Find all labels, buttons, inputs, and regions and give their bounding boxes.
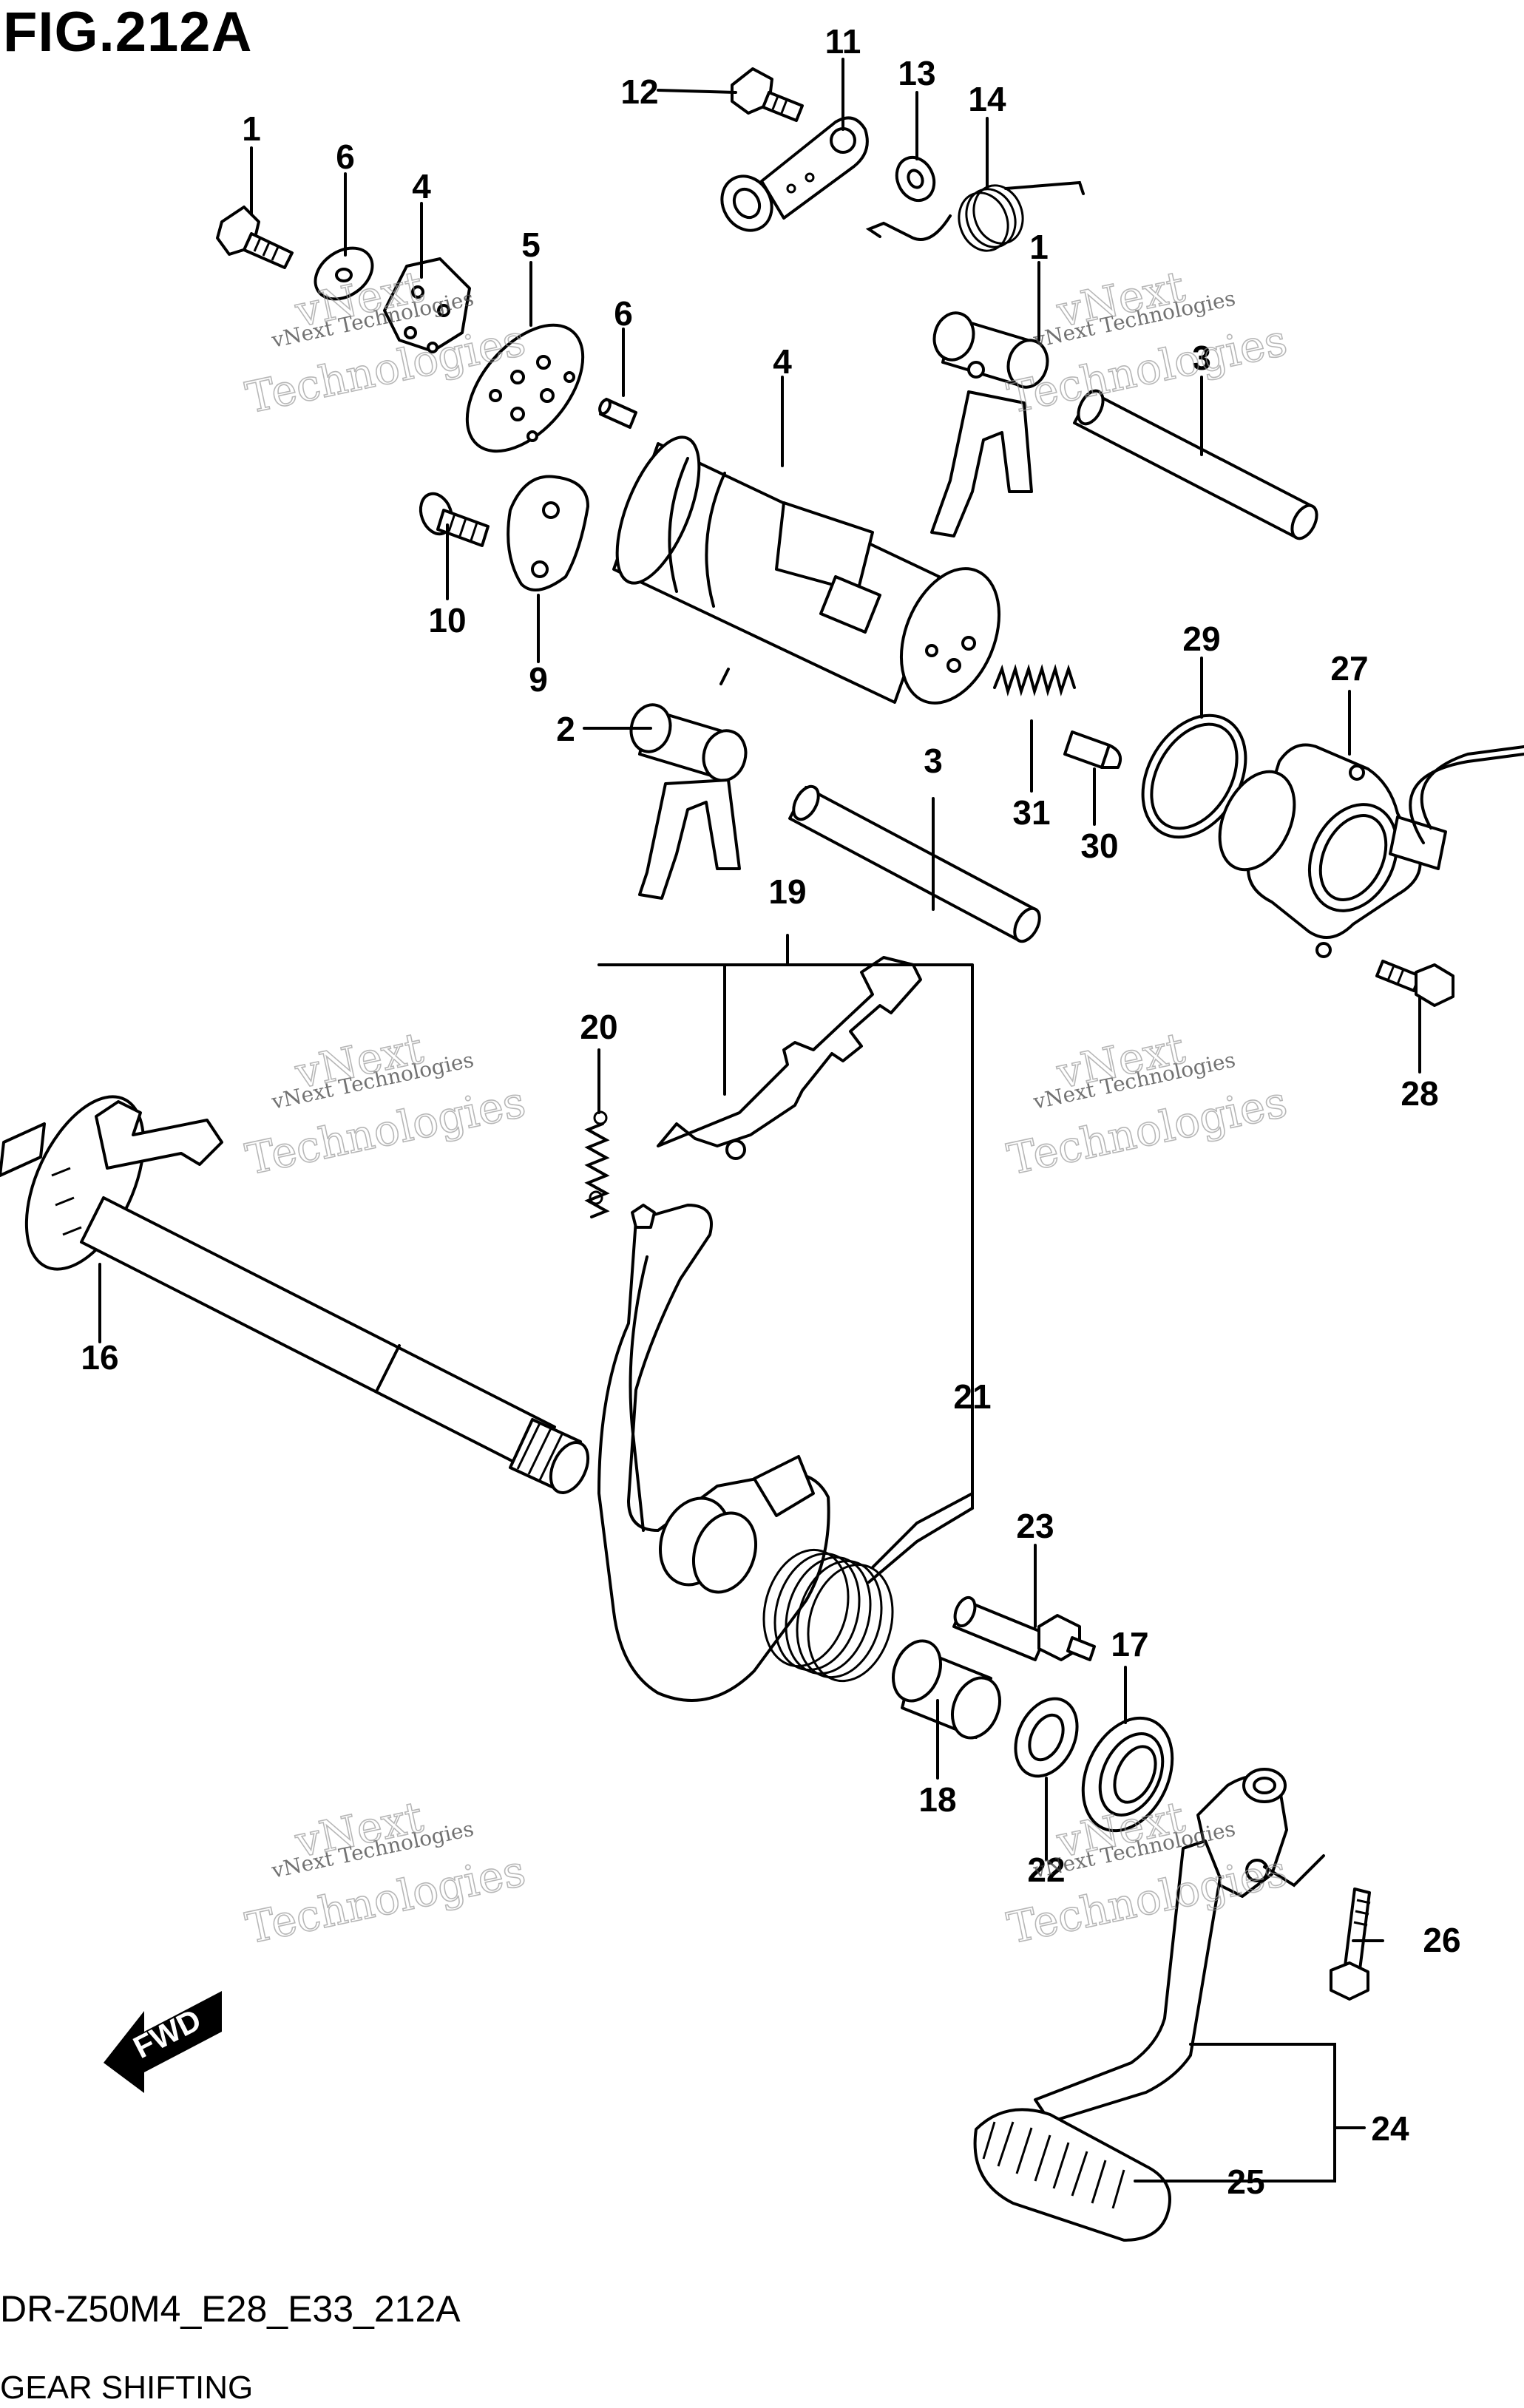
callout-3-upper: 3	[1192, 339, 1211, 377]
part-21-return-spring	[762, 1492, 974, 1683]
part-30-plunger	[1063, 730, 1122, 769]
callout-25: 25	[1227, 2163, 1264, 2201]
callout-7: 6	[614, 294, 633, 333]
callout-6: 5	[521, 225, 541, 264]
callout-21: 21	[953, 1377, 991, 1416]
callout-28: 28	[1401, 1074, 1438, 1113]
callout-18: 18	[918, 1780, 956, 1819]
callout-5: 4	[412, 167, 431, 206]
part-14-washer	[895, 155, 936, 203]
part-10-stopper-plate	[507, 475, 589, 591]
callout-20: 20	[580, 1008, 617, 1046]
part-13-screw	[731, 67, 804, 122]
callout-15: 14	[968, 80, 1006, 118]
callout-23: 23	[1016, 1507, 1054, 1545]
part-9-bolt	[216, 206, 294, 269]
part-3-shaft-lower	[788, 784, 1041, 943]
callout-12: 11	[825, 22, 861, 61]
callout-31: 31	[1012, 793, 1050, 832]
part-23-bolt	[952, 1595, 1096, 1661]
part-8-washer	[314, 246, 374, 301]
part-12-arm	[720, 116, 869, 232]
part-17-oil-seal	[1081, 1716, 1174, 1833]
figure-caption: GEAR SHIFTING	[0, 2370, 254, 2406]
part-11-screw	[419, 492, 490, 547]
callout-13: 12	[620, 72, 658, 111]
part-18-collar	[892, 1639, 1001, 1740]
callout-10: 9	[529, 660, 548, 699]
watermark-mid-left: vNext Technologies vNext Technologies	[241, 1022, 530, 1185]
callout-19: 19	[768, 872, 806, 911]
part-19-gearshift-arm	[597, 956, 922, 1702]
callout-24: 24	[1371, 2109, 1409, 2148]
fwd-arrow: FWD	[104, 1991, 222, 2093]
watermark-top-right: vNext Technologies vNext Technologies	[1003, 260, 1292, 424]
callout-30: 30	[1080, 827, 1118, 865]
callout-27: 27	[1330, 649, 1368, 688]
part-4-shift-drum	[612, 435, 1001, 705]
model-code: DR-Z50M4_E28_E33_212A	[0, 2288, 461, 2330]
callout-16: 16	[81, 1338, 118, 1377]
part-31-spring	[993, 664, 1076, 696]
part-6-cam-plate	[465, 323, 585, 453]
part-20-spring	[584, 1110, 610, 1218]
part-3-shaft-upper	[1073, 389, 1318, 540]
figure-title: FIG.212A	[3, 1, 253, 64]
part-22-washer	[1014, 1697, 1079, 1778]
part-15-spring	[865, 180, 1085, 252]
callout-14: 13	[898, 54, 935, 92]
callout-2: 2	[556, 710, 575, 748]
part-26-bolt	[1263, 1854, 1371, 2001]
callout-4: 4	[773, 342, 792, 381]
part-27-position-switch	[1218, 743, 1524, 958]
part-2-shift-fork	[629, 668, 748, 900]
part-5-plate	[383, 257, 471, 353]
part-28-bolt	[1375, 960, 1454, 1007]
callout-8: 6	[336, 138, 355, 176]
callout-26: 26	[1423, 1921, 1460, 1959]
part-7-pin	[598, 398, 637, 429]
callout-11: 10	[428, 601, 466, 640]
callout-1: 1	[1029, 228, 1049, 266]
callout-numbers: 1 6 4 5 6 4 11 12 13 14 1 3 10 9 2 3 31 …	[81, 22, 1460, 2201]
watermark-bottom-left: vNext Technologies vNext Technologies	[241, 1791, 530, 1954]
callout-9: 1	[242, 109, 261, 148]
part-16-shift-shaft	[0, 1095, 590, 1494]
watermark-mid-right: vNext Technologies vNext Technologies	[1003, 1022, 1292, 1185]
callout-17: 17	[1111, 1625, 1148, 1663]
callout-29: 29	[1182, 620, 1220, 658]
callout-3-lower: 3	[924, 742, 943, 780]
leader-lines	[98, 58, 1421, 2183]
callout-22: 22	[1027, 1851, 1065, 1889]
part-1-shift-fork	[930, 311, 1049, 537]
